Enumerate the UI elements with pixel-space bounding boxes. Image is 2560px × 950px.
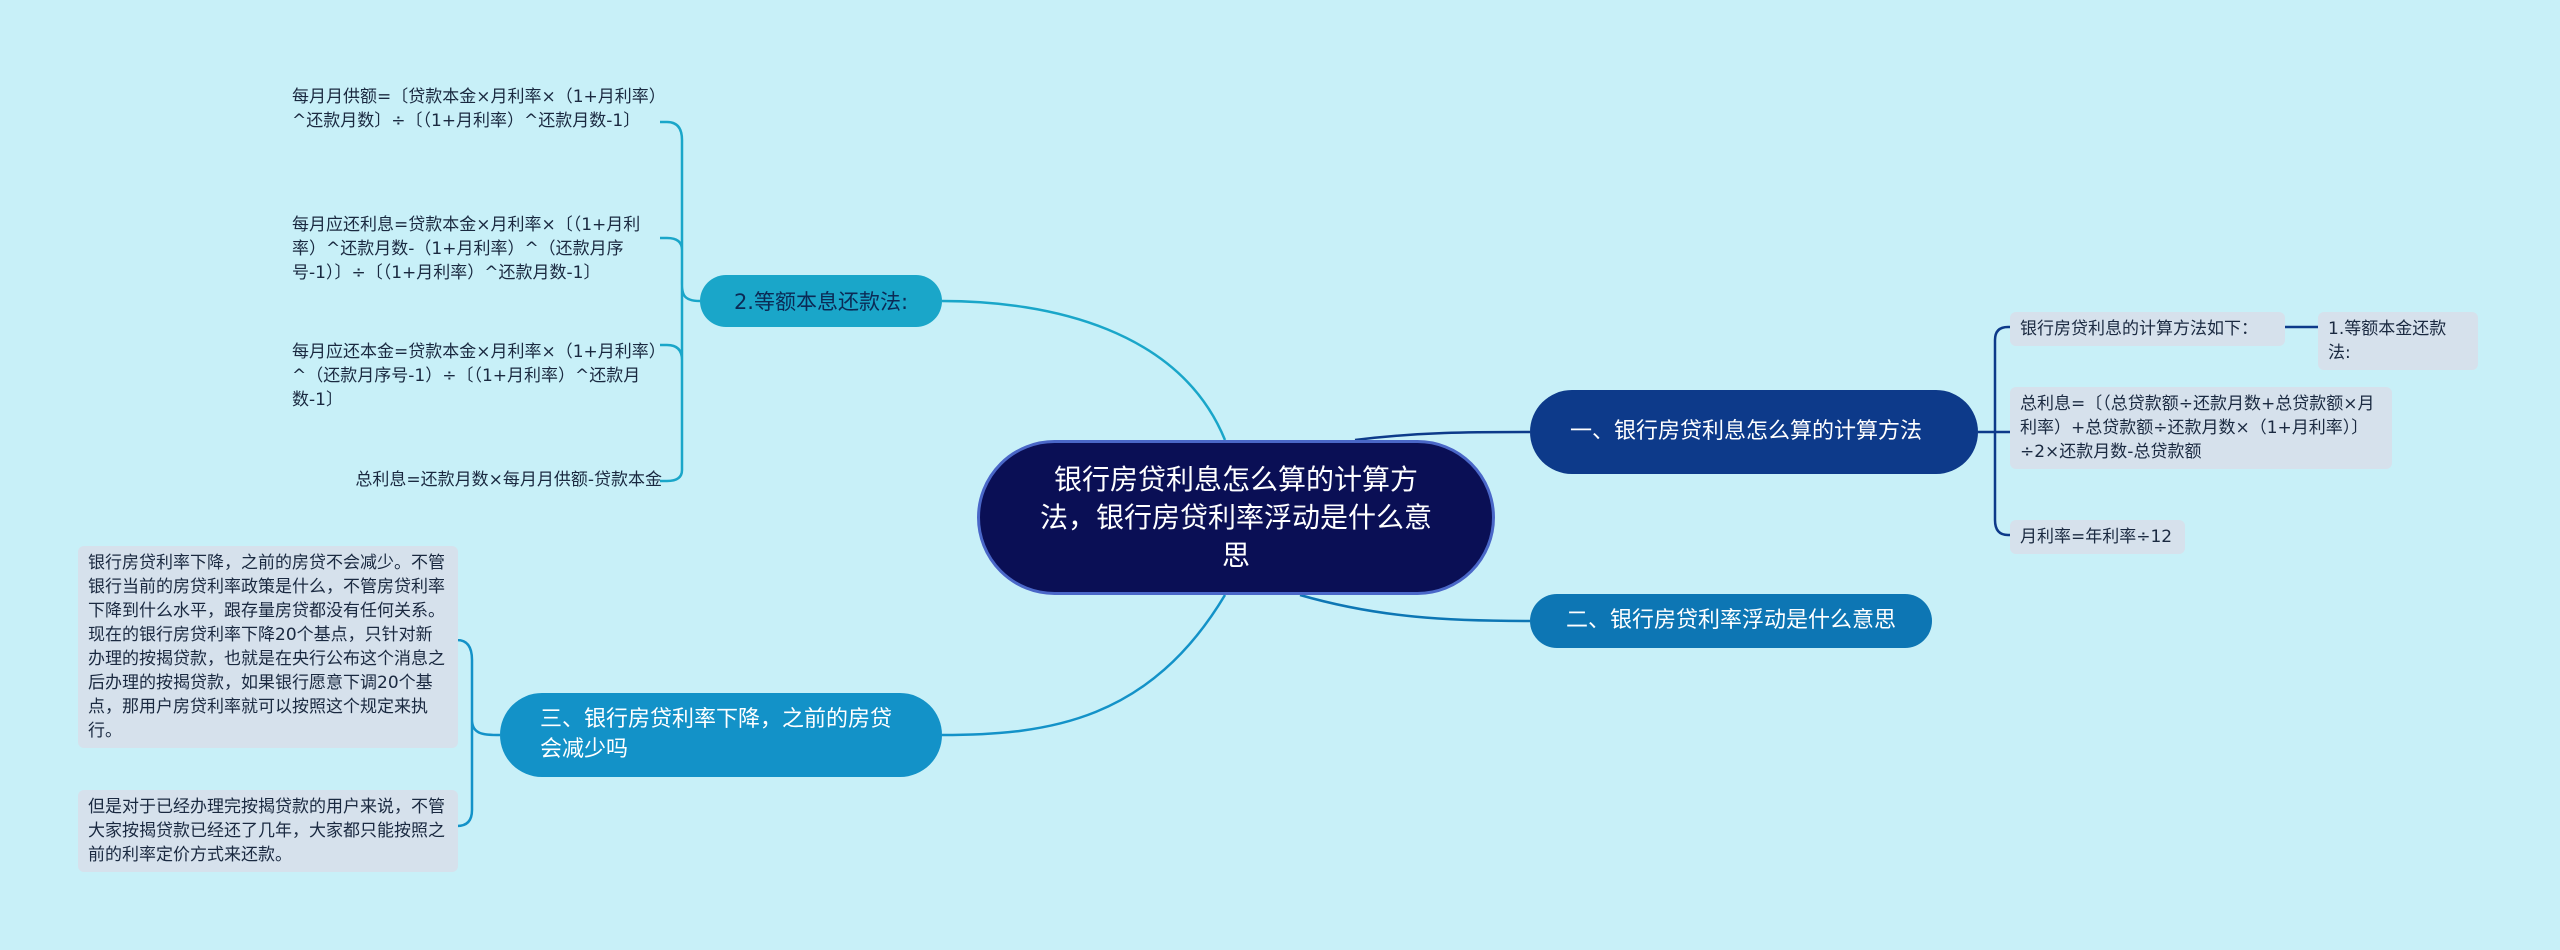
branch-rate-decrease[interactable]: 三、银行房贷利率下降，之前的房贷会减少吗 bbox=[500, 693, 942, 777]
leaf-equal-principal-label: 1.等额本金还款法: bbox=[2328, 319, 2447, 363]
leaf-rate-decrease-detail[interactable]: 银行房贷利率下降，之前的房贷不会减少。不管银行当前的房贷利率政策是什么，不管房贷… bbox=[78, 546, 458, 748]
branch-calc-method[interactable]: 一、银行房贷利息怎么算的计算方法 bbox=[1530, 390, 1978, 474]
link-root-branch4 bbox=[941, 299, 1227, 441]
leaf-total-interest[interactable]: 总利息=还款月数×每月月供额-贷款本金 bbox=[292, 468, 662, 492]
leaf-monthly-payment-label: 每月月供额=〔贷款本金×月利率×（1+月利率）^还款月数〕÷〔（1+月利率）^还… bbox=[292, 87, 658, 131]
link-branch4-leaves bbox=[660, 120, 701, 483]
leaf-monthly-rate[interactable]: 月利率=年利率÷12 bbox=[2010, 520, 2185, 554]
leaf-monthly-principal[interactable]: 每月应还本金=贷款本金×月利率×（1+月利率）^（还款月序号-1）÷〔（1+月利… bbox=[292, 340, 662, 412]
central-topic-label: 银行房贷利息怎么算的计算方法，银行房贷利率浮动是什么意思 bbox=[1040, 462, 1433, 572]
branch-rate-float[interactable]: 二、银行房贷利率浮动是什么意思 bbox=[1530, 594, 1932, 648]
leaf-total-interest-label: 总利息=还款月数×每月月供额-贷款本金 bbox=[355, 470, 662, 490]
leaf-existing-loans[interactable]: 但是对于已经办理完按揭贷款的用户来说，不管大家按揭贷款已经还了几年，大家都只能按… bbox=[78, 790, 458, 872]
leaf-monthly-interest-label: 每月应还利息=贷款本金×月利率×〔（1+月利率）^还款月数-（1+月利率）^（还… bbox=[292, 215, 641, 283]
leaf-rate-decrease-detail-label: 银行房贷利率下降，之前的房贷不会减少。不管银行当前的房贷利率政策是什么，不管房贷… bbox=[88, 553, 445, 741]
leaf-monthly-interest[interactable]: 每月应还利息=贷款本金×月利率×〔（1+月利率）^还款月数-（1+月利率）^（还… bbox=[292, 213, 662, 285]
link-root-branch2 bbox=[1299, 593, 1531, 623]
branch-equal-installment-label: 2.等额本息还款法: bbox=[733, 290, 909, 314]
link-root-branch1 bbox=[1354, 430, 1531, 442]
link-branch3-leaves bbox=[456, 638, 501, 828]
link-root-branch3 bbox=[941, 594, 1227, 737]
leaf-monthly-rate-label: 月利率=年利率÷12 bbox=[2020, 527, 2173, 547]
central-topic[interactable]: 银行房贷利息怎么算的计算方法，银行房贷利率浮动是什么意思 bbox=[977, 440, 1495, 595]
leaf-monthly-principal-label: 每月应还本金=贷款本金×月利率×（1+月利率）^（还款月序号-1）÷〔（1+月利… bbox=[292, 342, 658, 410]
leaf-monthly-payment[interactable]: 每月月供额=〔贷款本金×月利率×（1+月利率）^还款月数〕÷〔（1+月利率）^还… bbox=[292, 85, 662, 133]
leaf-calc-intro[interactable]: 银行房贷利息的计算方法如下： bbox=[2010, 312, 2285, 346]
branch-rate-decrease-label: 三、银行房贷利率下降，之前的房贷会减少吗 bbox=[540, 707, 893, 762]
leaf-calc-intro-label: 银行房贷利息的计算方法如下： bbox=[2020, 319, 2258, 339]
leaf-existing-loans-label: 但是对于已经办理完按揭贷款的用户来说，不管大家按揭贷款已经还了几年，大家都只能按… bbox=[88, 797, 445, 865]
leaf-equal-principal[interactable]: 1.等额本金还款法: bbox=[2318, 312, 2478, 370]
leaf-total-interest-formula-label: 总利息=〔（总贷款额÷还款月数+总贷款额×月利率）+总贷款额÷还款月数×（1+月… bbox=[2020, 394, 2375, 462]
branch-equal-installment[interactable]: 2.等额本息还款法: bbox=[700, 275, 942, 327]
link-branch1-leaves bbox=[1978, 325, 2318, 537]
branch-calc-method-label: 一、银行房贷利息怎么算的计算方法 bbox=[1570, 419, 1923, 444]
branch-rate-float-label: 二、银行房贷利率浮动是什么意思 bbox=[1565, 608, 1896, 633]
leaf-total-interest-formula[interactable]: 总利息=〔（总贷款额÷还款月数+总贷款额×月利率）+总贷款额÷还款月数×（1+月… bbox=[2010, 387, 2392, 469]
